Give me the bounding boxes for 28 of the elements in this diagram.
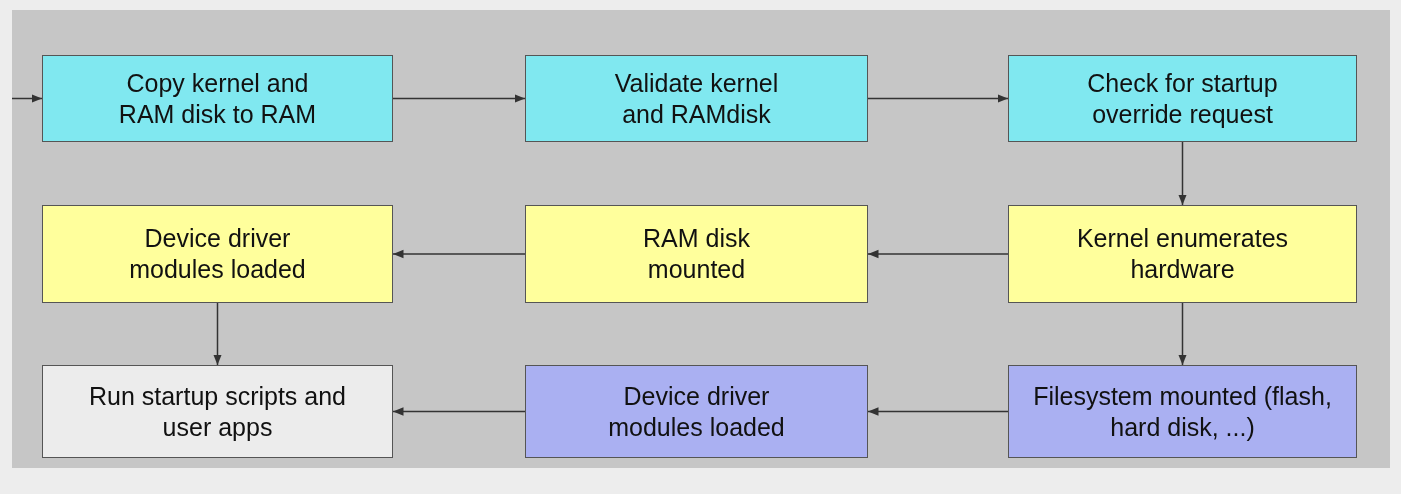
- process-box: [525, 205, 868, 303]
- process-box: [42, 365, 393, 458]
- process-box: [1008, 205, 1357, 303]
- box-label: Validate kernel and RAMdisk: [613, 67, 780, 130]
- arrow: [1178, 141, 1187, 206]
- box-label: Filesystem mounted (flash, hard disk, ...): [1032, 380, 1333, 443]
- process-box: [525, 55, 868, 142]
- arrow: [867, 407, 1009, 416]
- arrow: [213, 302, 222, 366]
- box-label: Run startup scripts and user apps: [87, 380, 348, 443]
- arrow: [392, 249, 526, 259]
- box-label: Copy kernel and RAM disk to RAM: [117, 67, 318, 130]
- box-label: Device driver modules loaded: [128, 223, 307, 285]
- box-label: RAM disk mounted: [642, 223, 751, 285]
- arrow: [1178, 302, 1187, 366]
- box-label: Device driver modules loaded: [607, 380, 786, 443]
- box-label: Check for startup override request: [1086, 67, 1279, 130]
- arrow: [867, 249, 1009, 259]
- process-box: [42, 205, 393, 303]
- arrow: [392, 407, 526, 416]
- arrow: [867, 94, 1009, 103]
- arrow: [392, 94, 526, 103]
- process-box: [1008, 365, 1357, 458]
- box-label: Kernel enumerates hardware: [1075, 223, 1290, 285]
- process-box: [42, 55, 393, 142]
- process-box: [525, 365, 868, 458]
- arrow: [11, 94, 43, 103]
- process-box: [1008, 55, 1357, 142]
